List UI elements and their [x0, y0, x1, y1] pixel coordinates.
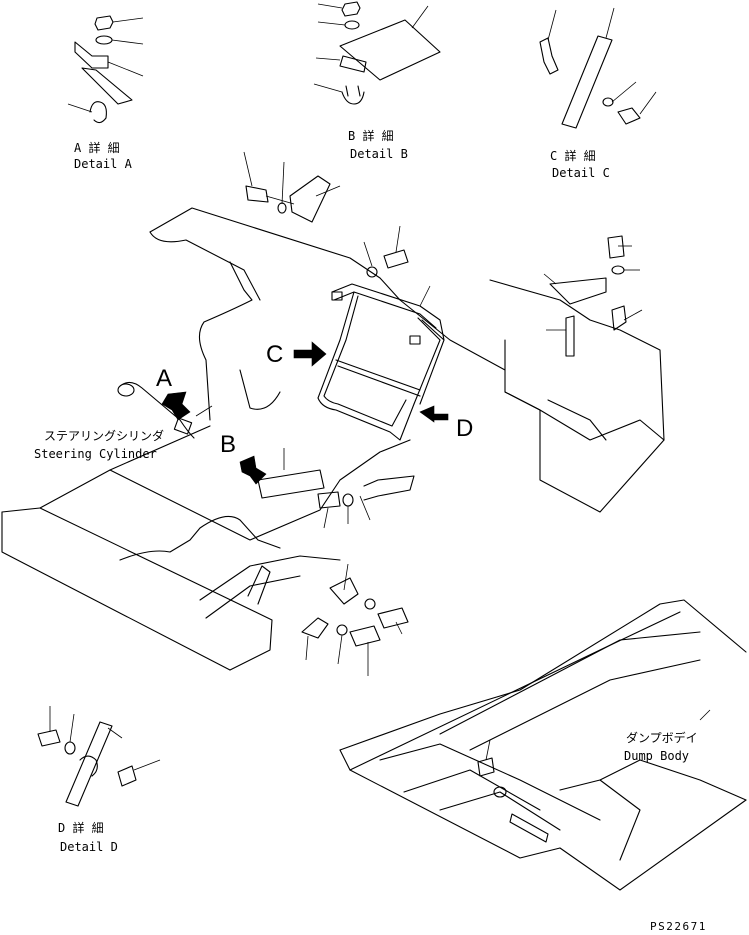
- callout-letter-c: C: [266, 341, 283, 368]
- steering-cylinder: ステアリングシリンダ Steering Cylinder: [34, 381, 213, 461]
- detail-a-label-jp: A 詳 細: [74, 140, 120, 155]
- callout-arrow-d: [419, 405, 449, 423]
- detail-d-label-jp: D 詳 細: [58, 820, 104, 835]
- callout-letter-a: A: [156, 365, 172, 392]
- dump-body-label-en: Dump Body: [624, 749, 689, 763]
- dump-body: ダンプボデイ Dump Body: [339, 599, 747, 891]
- vehicle-frame: [1, 207, 665, 671]
- detail-c: C 詳 細 Detail C: [539, 7, 657, 180]
- detail-d-label-en: Detail D: [60, 840, 118, 854]
- step-ladder: [243, 151, 445, 441]
- callouts: A B C D: [156, 341, 473, 485]
- dump-body-label-jp: ダンプボデイ: [626, 730, 698, 745]
- detail-b: B 詳 細 Detail B: [313, 1, 441, 161]
- callout-arrow-c: [293, 341, 327, 367]
- drawing-number: PS22671: [650, 920, 707, 933]
- detail-a-label-en: Detail A: [74, 157, 133, 171]
- detail-a: A 詳 細 Detail A: [67, 15, 144, 171]
- detail-b-label-en: Detail B: [350, 147, 408, 161]
- steering-cylinder-label-en: Steering Cylinder: [34, 447, 157, 461]
- callout-arrow-b: [239, 455, 267, 485]
- detail-b-label-jp: B 詳 細: [348, 128, 394, 143]
- callout-arrow-a: [161, 391, 191, 421]
- callout-letter-d: D: [456, 415, 473, 442]
- detail-c-label-en: Detail C: [552, 166, 610, 180]
- detail-c-label-jp: C 詳 細: [550, 148, 596, 163]
- detail-d: D 詳 細 Detail D: [37, 706, 161, 854]
- steering-cylinder-label-jp: ステアリングシリンダ: [44, 428, 164, 443]
- callout-letter-b: B: [220, 431, 236, 458]
- center-brackets: [257, 235, 643, 676]
